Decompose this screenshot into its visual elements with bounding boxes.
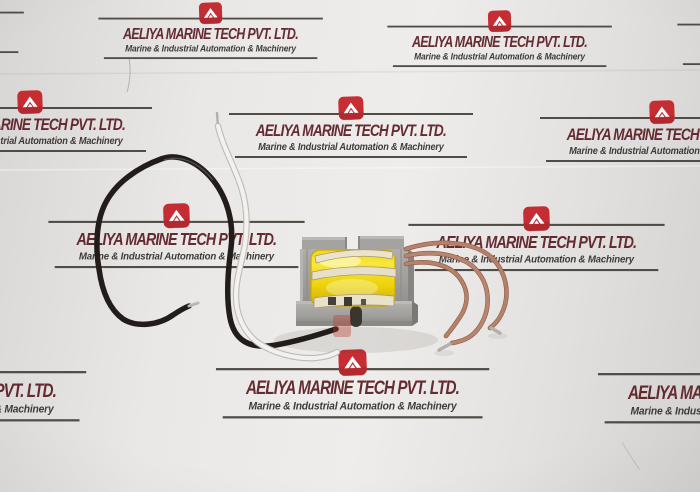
brand-title: AELIYA MARINE TECH PVT. LTD. (123, 25, 299, 43)
brand-title: AELIYA MARINE TECH PVT. LTD. (436, 232, 638, 253)
brand-title: AELIYA MARINE TECH PVT. LTD. (246, 377, 460, 399)
brand-subtitle: Marine & Industrial Automation & Machine… (439, 254, 634, 266)
watermark-underline (392, 65, 607, 68)
watermark-overline (0, 107, 152, 109)
brand-title: AELIYA MARINE TECH PVT. LTD. (0, 115, 126, 134)
brand-watermark: AELIYA MARINE TECH PVT. LTD. Marine & In… (670, 8, 700, 66)
watermark-underline (0, 419, 80, 422)
winding-terminal (328, 297, 336, 305)
winding-terminal (344, 297, 352, 306)
brand-watermark: AELIYA MARINE TECH PVT. LTD. Marine & In… (0, 90, 160, 152)
brand-title: AELIYA MARINE TECH PVT. LTD. (76, 229, 278, 250)
brand-subtitle: Marine & Industrial Automation & Machine… (630, 405, 700, 418)
watermark-underline (546, 160, 700, 162)
brand-watermark: AELIYA MARINE TECH PVT. LTD. Marine & In… (221, 96, 481, 158)
winding-strap-mid (311, 266, 397, 281)
winding-terminal (361, 299, 366, 305)
brand-title: AELIYA MARINE TECH PVT. LTD. (566, 125, 700, 144)
brand-watermark: AELIYA MARINE TECH PVT. LTD. Marine & In… (589, 354, 700, 424)
watermark-underline (54, 266, 299, 269)
brand-subtitle: Marine & Industrial Automation & Machine… (248, 400, 457, 413)
brown-wire-tip (437, 342, 452, 352)
watermark-underline (604, 421, 700, 424)
brand-watermark: AELIYA MARINE TECH PVT. LTD. Marine & In… (400, 206, 673, 272)
transformer-winding (310, 249, 397, 309)
watermark-underline (103, 57, 318, 60)
brand-subtitle: Marine & Industrial Automation & Machine… (79, 251, 274, 263)
white-wire (214, 111, 341, 362)
brand-subtitle: Marine & Industrial Automation & Machine… (258, 142, 444, 153)
brand-subtitle: Marine & Industrial Automation & Machine… (414, 52, 586, 63)
brand-subtitle: Marine & Industrial Automation & Machine… (0, 136, 123, 147)
watermark-overline (597, 373, 700, 376)
brand-subtitle: Marine & Industrial Automation & Machine… (125, 44, 297, 55)
brand-subtitle: Marine & Industrial Automation & Machine… (0, 403, 54, 416)
brand-watermark: AELIYA MARINE TECH PVT. LTD. Marine & In… (91, 2, 330, 60)
black-wire-tip (187, 301, 200, 308)
watermark-overline (0, 11, 24, 14)
brown-wire-tip (489, 326, 502, 335)
brand-watermark: AELIYA MARINE TECH PVT. LTD. Marine & In… (0, 0, 31, 54)
watermark-underline (235, 156, 467, 158)
mounting-slot (350, 306, 362, 327)
black-wire (94, 154, 339, 349)
brown-wires (403, 240, 509, 356)
watermark-overline (540, 117, 700, 119)
winding-strap-top (314, 249, 394, 264)
brand-watermark: AELIYA MARINE TECH PVT. LTD. Marine & In… (0, 352, 95, 422)
brand-title: AELIYA MARINE TECH PVT. LTD. (0, 380, 57, 402)
watermark-overline (677, 23, 700, 26)
brand-watermark: AELIYA MARINE TECH PVT. LTD. Marine & In… (380, 10, 619, 68)
paper-texture (0, 57, 700, 471)
watermark-underline (0, 150, 146, 152)
brand-watermark: AELIYA MARINE TECH PVT. LTD. Marine & In… (207, 349, 498, 419)
brand-title: AELIYA MARINE TECH PVT. LTD. (255, 121, 447, 140)
watermark-underline (414, 269, 659, 272)
watermark-underline (682, 63, 700, 66)
brand-watermark: AELIYA MARINE TECH PVT. LTD. Marine & In… (40, 203, 313, 269)
brand-watermark: AELIYA MARINE TECH PVT. LTD. Marine & In… (532, 100, 700, 162)
brand-title: AELIYA MARINE TECH PVT. LTD. (412, 33, 588, 51)
watermark-overline (0, 371, 87, 374)
brand-title: AELIYA MARINE TECH PVT. LTD. (628, 382, 700, 404)
watermark-underline (222, 416, 483, 419)
watermark-underline (0, 51, 19, 54)
brand-subtitle: Marine & Industrial Automation & Machine… (569, 146, 700, 157)
red-reflection (333, 315, 351, 337)
